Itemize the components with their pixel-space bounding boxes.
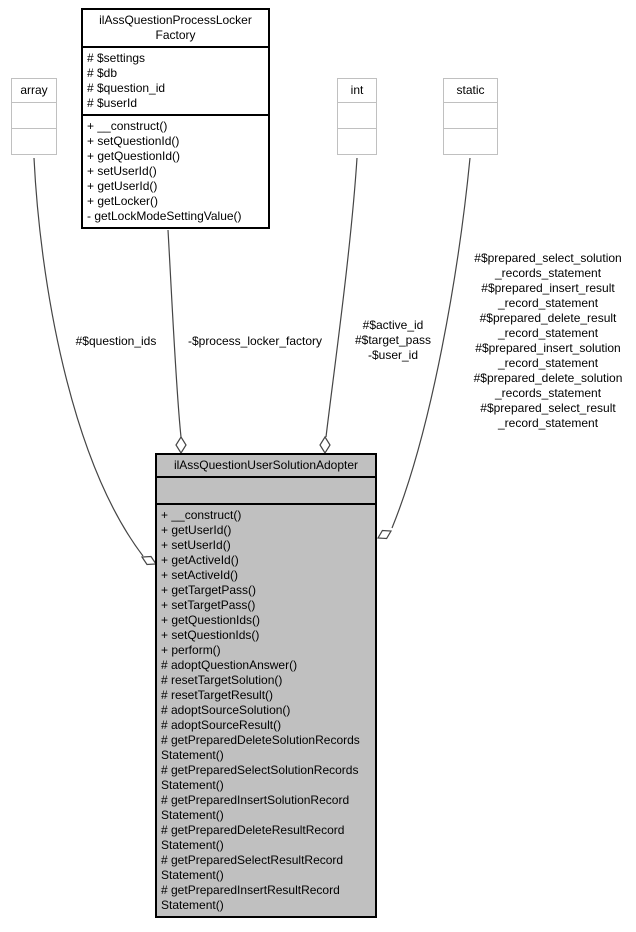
type-node-title: int [350, 83, 364, 97]
aggregation-diamond-icon [376, 529, 393, 540]
class-node-ilassquestionusersolutionadopter[interactable]: il​Ass​Question​User​Solution​Adopter + … [155, 453, 377, 918]
method-line: # reset​Target​Solution() [161, 673, 283, 687]
attribute-line: # $question​_id [87, 81, 166, 95]
edge-factory-to-adopter [167, 229, 182, 438]
method-line: + set​User​Id() [87, 164, 157, 178]
method-line: + get​User​Id() [161, 523, 232, 537]
edge-static-to-adopter [391, 157, 471, 529]
empty-compartment [12, 128, 56, 154]
edge-array-to-adopter [33, 157, 144, 557]
method-line: + get​Question​Id() [87, 149, 181, 163]
edge-label-prepared-statements: #$prepared​_select​_solution​_records​_s… [462, 251, 634, 431]
methods-compartment: + ​_​_construct()+ set​Question​Id()+ ge… [83, 114, 268, 227]
empty-compartment [12, 102, 56, 128]
aggregation-diamond-icon [319, 435, 331, 455]
method-line: # adopt​Question​Answer() [161, 658, 298, 672]
type-node-array: array [11, 78, 57, 155]
class-title-text: il​Ass​Question​Process​Locker​Factory [99, 13, 252, 42]
method-line: # reset​Target​Result() [161, 688, 274, 702]
method-line: + set​Active​Id() [161, 568, 239, 582]
method-line: + set​User​Id() [161, 538, 231, 552]
type-node-static: static [443, 78, 498, 155]
method-line: # adopt​Source​Result() [161, 718, 282, 732]
empty-compartment [338, 128, 376, 154]
method-line: # get​Prepared​Delete​Result​Record​Stat… [161, 823, 345, 852]
type-node-title: static [456, 83, 485, 97]
method-line: + get​Locker() [87, 194, 159, 208]
edge-label-line: #$prepared​_delete​_solution​_records​_s… [473, 371, 623, 400]
method-line: + set​Question​Ids() [161, 628, 260, 642]
method-line: # get​Prepared​Select​Solution​Records​S… [161, 763, 359, 792]
aggregation-diamond-icon [175, 435, 187, 455]
empty-compartment [338, 102, 376, 128]
attributes-compartment: # $settings# $db# $question​_id# $user​I… [83, 46, 268, 114]
aggregation-diamond-icon [140, 555, 158, 566]
attribute-line: # $db [87, 66, 118, 80]
edge-label-process-locker-factory: -$process_locker_factory [187, 334, 323, 348]
edge-label-line: -$user_id [367, 348, 419, 362]
edge-int-to-adopter [325, 157, 358, 438]
method-line: + perform() [161, 643, 221, 657]
class-node-ilassquestionprocesslockerfactory[interactable]: il​Ass​Question​Process​Locker​Factory #… [81, 8, 270, 229]
attributes-compartment [157, 476, 375, 503]
empty-compartment [444, 128, 497, 154]
empty-compartment [444, 102, 497, 128]
method-line: # adopt​Source​Solution() [161, 703, 291, 717]
method-line: + ​_​_construct() [161, 508, 242, 522]
method-line: + get​User​Id() [87, 179, 158, 193]
class-title-text: il​Ass​Question​User​Solution​Adopter [173, 458, 359, 472]
type-node-int: int [337, 78, 377, 155]
edge-label-line: #$active_id [362, 318, 424, 332]
class-title: il​Ass​Question​Process​Locker​Factory [83, 10, 268, 46]
method-line: + set​Question​Id() [87, 134, 180, 148]
method-line: + ​_​_construct() [87, 119, 168, 133]
attribute-line: # $settings [87, 51, 146, 65]
class-title: il​Ass​Question​User​Solution​Adopter [157, 455, 375, 476]
edge-label-int-members: #$active_id#$target_pass-$user_id [338, 318, 448, 363]
method-line: + set​Target​Pass() [161, 598, 256, 612]
method-line: - get​Lock​Mode​Setting​Value() [87, 209, 242, 223]
attribute-line: # $user​Id [87, 96, 138, 110]
method-line: + get​Target​Pass() [161, 583, 257, 597]
method-line: # get​Prepared​Select​Result​Record​Stat… [161, 853, 344, 882]
type-node-title: array [20, 83, 48, 97]
edge-label-line: #$target_pass [354, 333, 432, 347]
edge-label-line: #$prepared​_delete​_result​_record​_stat… [479, 311, 617, 340]
methods-compartment: + ​_​_construct()+ get​User​Id()+ set​Us… [157, 503, 375, 916]
method-line: # get​Prepared​Insert​Solution​Record​St… [161, 793, 350, 822]
edge-label-line: #$prepared​_select​_result​_record​_stat… [480, 401, 616, 430]
edge-label-line: #$prepared​_insert​_result​_record​_stat… [481, 281, 615, 310]
method-line: # get​Prepared​Delete​Solution​Records​S… [161, 733, 360, 762]
edge-label-line: #$prepared​_select​_solution​_records​_s… [474, 251, 622, 280]
method-line: + get​Question​Ids() [161, 613, 261, 627]
method-line: + get​Active​Id() [161, 553, 239, 567]
edge-label-line: #$prepared​_insert​_solution​_record​_st… [475, 341, 621, 370]
method-line: # get​Prepared​Insert​Result​Record​Stat… [161, 883, 340, 912]
edge-label-question-ids: #$question_ids [75, 334, 157, 348]
